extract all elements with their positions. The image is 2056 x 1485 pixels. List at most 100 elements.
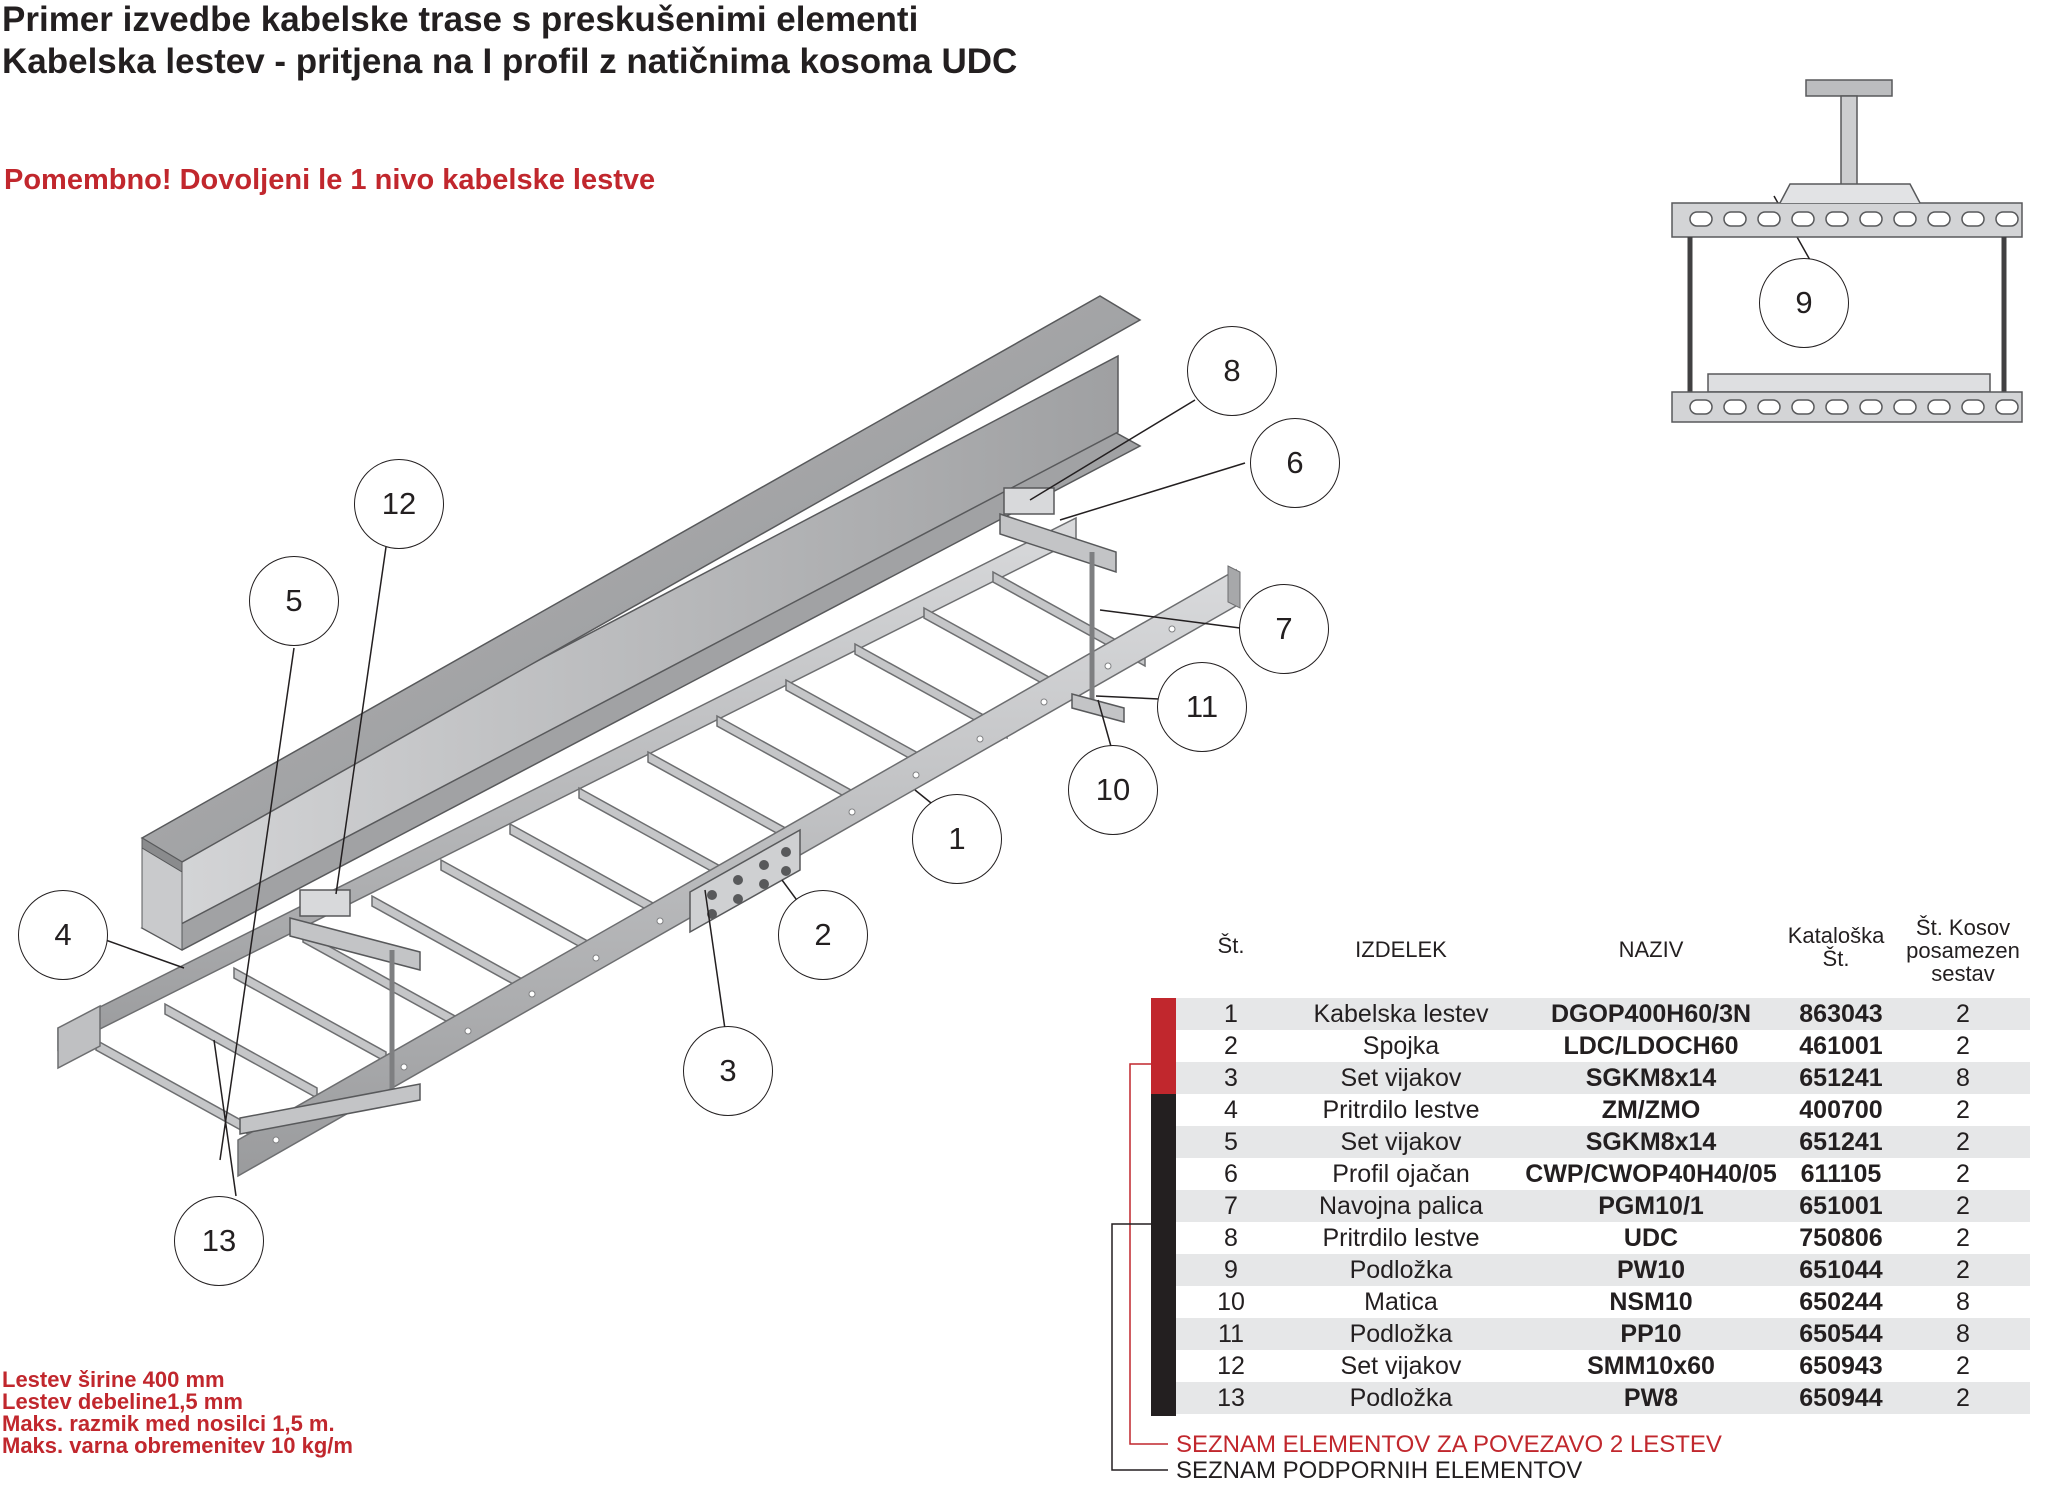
cell-item: Pritrdilo lestve [1286,1094,1516,1126]
cell-name: SGKM8x14 [1516,1126,1786,1158]
spec-width: Lestev širine 400 mm [2,1367,225,1392]
support-near [239,889,421,1135]
cell-quantity: 2 [1896,1350,2030,1382]
cell-item: Podložka [1286,1318,1516,1350]
cell-no: 1 [1176,998,1286,1030]
header-catalog: Kataloška Št. [1776,924,1896,970]
title-line-1: Primer izvedbe kabelske trase s preskuše… [2,0,919,39]
cell-catalog: 651241 [1786,1062,1896,1094]
support-bracket [1111,1223,1168,1471]
cell-item: Podložka [1286,1382,1516,1414]
callout-4: 4 [18,890,108,980]
cell-no: 11 [1176,1318,1286,1350]
cell-no: 3 [1176,1062,1286,1094]
callout-3: 3 [683,1026,773,1116]
callout-5: 5 [249,556,339,646]
cell-quantity: 8 [1896,1286,2030,1318]
cell-catalog: 863043 [1786,998,1896,1030]
cell-catalog: 650943 [1786,1350,1896,1382]
cell-quantity: 2 [1896,1126,2030,1158]
cell-item: Set vijakov [1286,1062,1516,1094]
callout-7: 7 [1239,584,1329,674]
connection-bracket [1129,1063,1168,1445]
spec-max-load: Maks. varna obremenitev 10 kg/m [2,1433,353,1458]
cell-catalog: 750806 [1786,1222,1896,1254]
cell-name: PW10 [1516,1254,1786,1286]
cell-item: Set vijakov [1286,1350,1516,1382]
cell-catalog: 650544 [1786,1318,1896,1350]
cell-quantity: 2 [1896,1190,2030,1222]
callout-2: 2 [778,890,868,980]
cell-name: UDC [1516,1222,1786,1254]
cell-no: 7 [1176,1190,1286,1222]
cell-catalog: 651044 [1786,1254,1896,1286]
callout-13: 13 [174,1196,264,1286]
detail-view [1671,79,2023,423]
cell-name: PW8 [1516,1382,1786,1414]
header-quantity: Št. Kosov posamezen sestav [1896,916,2030,985]
cell-item: Spojka [1286,1030,1516,1062]
callout-8: 8 [1187,326,1277,416]
title-line-2: Kabelska lestev - pritjena na I profil z… [2,42,1018,81]
legend-support: SEZNAM PODPORNIH ELEMENTOV [1176,1457,1583,1484]
cell-no: 5 [1176,1126,1286,1158]
header-quantity-line-1: Št. Kosov [1915,915,2011,940]
cell-item: Podložka [1286,1254,1516,1286]
support-far [999,487,1125,723]
cell-catalog: 611105 [1786,1158,1896,1190]
cell-no: 13 [1176,1382,1286,1414]
cell-quantity: 8 [1896,1062,2030,1094]
header-catalog-line-1: Kataloška [1787,923,1885,948]
header-catalog-line-2: Št. [1822,946,1850,971]
header-name: NAZIV [1618,937,1684,962]
callout-6: 6 [1250,418,1340,508]
spec-thickness: Lestev debeline1,5 mm [2,1389,243,1414]
spec-support-spacing: Maks. razmik med nosilci 1,5 m. [2,1411,335,1436]
cell-quantity: 2 [1896,1030,2030,1062]
cell-quantity: 8 [1896,1318,2030,1350]
cell-name: PGM10/1 [1516,1190,1786,1222]
cell-item: Set vijakov [1286,1126,1516,1158]
i-beam [140,295,1142,951]
cell-no: 8 [1176,1222,1286,1254]
header-quantity-line-2: posamezen [1906,938,2020,963]
cell-item: Profil ojačan [1286,1158,1516,1190]
callout-10: 10 [1068,745,1158,835]
cell-no: 6 [1176,1158,1286,1190]
header-no: Št. [1217,933,1245,958]
specifications: Lestev širine 400 mm Lestev debeline1,5 … [2,1369,353,1457]
cell-no: 4 [1176,1094,1286,1126]
warning-note: Pomembno! Dovoljeni le 1 nivo kabelske l… [4,164,656,196]
cell-item: Pritrdilo lestve [1286,1222,1516,1254]
cell-catalog: 650244 [1786,1286,1896,1318]
callout-11: 11 [1157,662,1247,752]
cell-quantity: 2 [1896,1094,2030,1126]
cell-no: 12 [1176,1350,1286,1382]
cell-catalog: 400700 [1786,1094,1896,1126]
cell-catalog: 461001 [1786,1030,1896,1062]
cell-catalog: 651241 [1786,1126,1896,1158]
cell-name: SMM10x60 [1516,1350,1786,1382]
callout-12: 12 [354,459,444,549]
cell-name: NSM10 [1516,1286,1786,1318]
support-bar [1151,1094,1176,1416]
header-quantity-line-3: sestav [1931,961,1995,986]
cell-item: Matica [1286,1286,1516,1318]
cell-name: CWP/CWOP40H40/05 [1516,1158,1786,1190]
cell-name: DGOP400H60/3N [1516,998,1786,1030]
cell-no: 9 [1176,1254,1286,1286]
cell-quantity: 2 [1896,998,2030,1030]
